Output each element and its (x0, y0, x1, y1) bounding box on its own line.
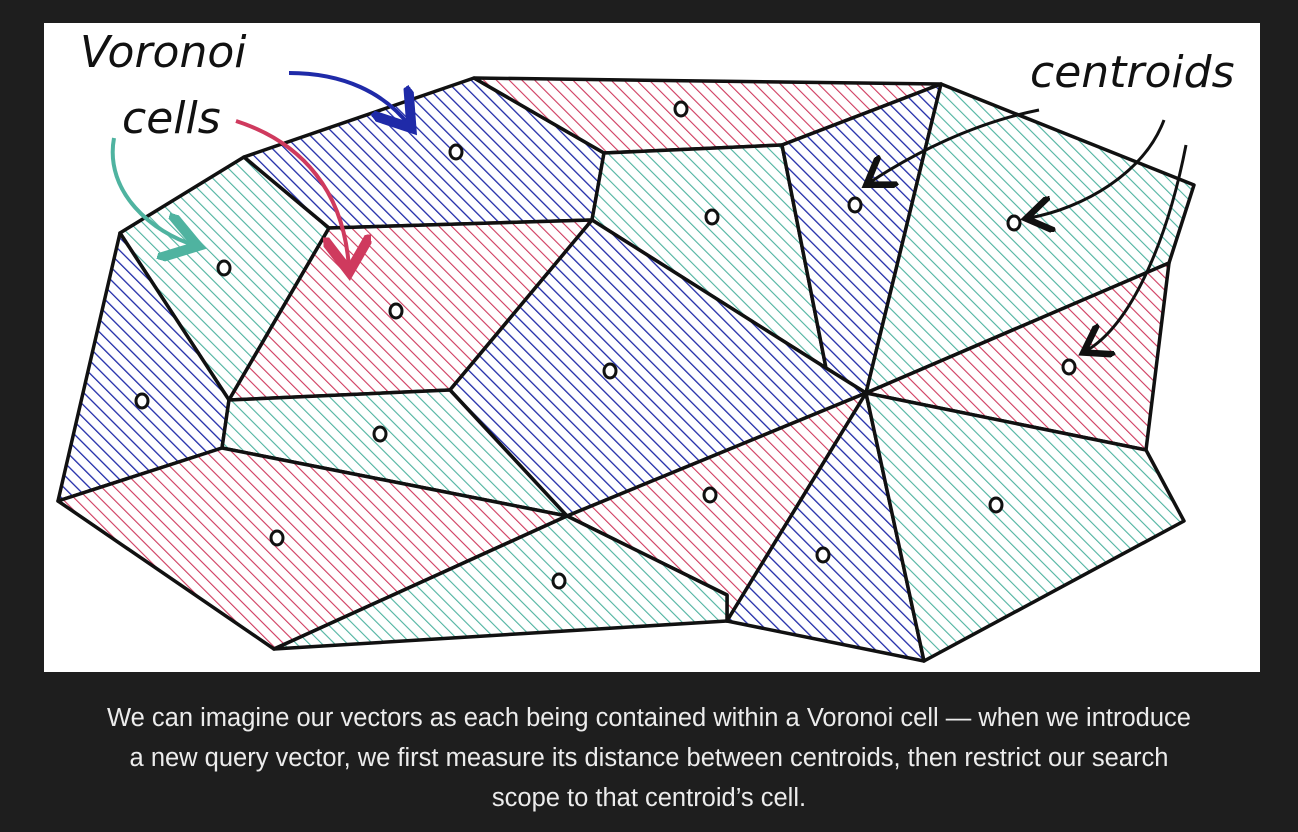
centroid-point (269, 529, 285, 547)
centroid-point (988, 496, 1004, 514)
centroid-arrow-1 (869, 108, 1040, 183)
blue-arrow (288, 71, 409, 125)
voronoi-diagram: Voronoi cells centroids (44, 23, 1260, 672)
centroid-point (448, 143, 464, 161)
centroid-point (815, 546, 831, 564)
centroids-label: centroids (1030, 47, 1235, 98)
centroid-point (216, 259, 232, 277)
centroid-points (134, 100, 1077, 590)
voronoi-cells (56, 76, 1196, 663)
caption: We can imagine our vectors as each being… (0, 698, 1298, 818)
green-arrow (110, 137, 194, 245)
centroid-point (602, 362, 618, 380)
centroid-point (847, 196, 863, 214)
voronoi-label: Voronoi (80, 27, 247, 78)
centroid-arrow-2 (1029, 119, 1166, 218)
voronoi-diagram-svg: Voronoi cells centroids (56, 27, 1235, 663)
caption-line-3: scope to that centroid’s cell. (491, 784, 807, 812)
centroid-point (372, 425, 388, 443)
centroid-point (1061, 358, 1077, 376)
centroid-point (551, 572, 567, 590)
red-arrow (235, 119, 349, 268)
caption-line-1: We can imagine our vectors as each being… (107, 704, 1191, 732)
centroid-arrow-3 (1086, 144, 1188, 351)
cells-label: cells (122, 93, 221, 144)
centroid-point (1006, 214, 1022, 232)
centroid-point (134, 392, 150, 410)
centroid-point (702, 486, 718, 504)
annotations: Voronoi cells centroids (80, 27, 1235, 351)
centroid-point (673, 100, 689, 118)
centroid-point (388, 302, 404, 320)
centroid-point (704, 208, 720, 226)
caption-line-2: a new query vector, we first measure its… (129, 744, 1169, 772)
voronoi-cell-green (864, 391, 1186, 663)
